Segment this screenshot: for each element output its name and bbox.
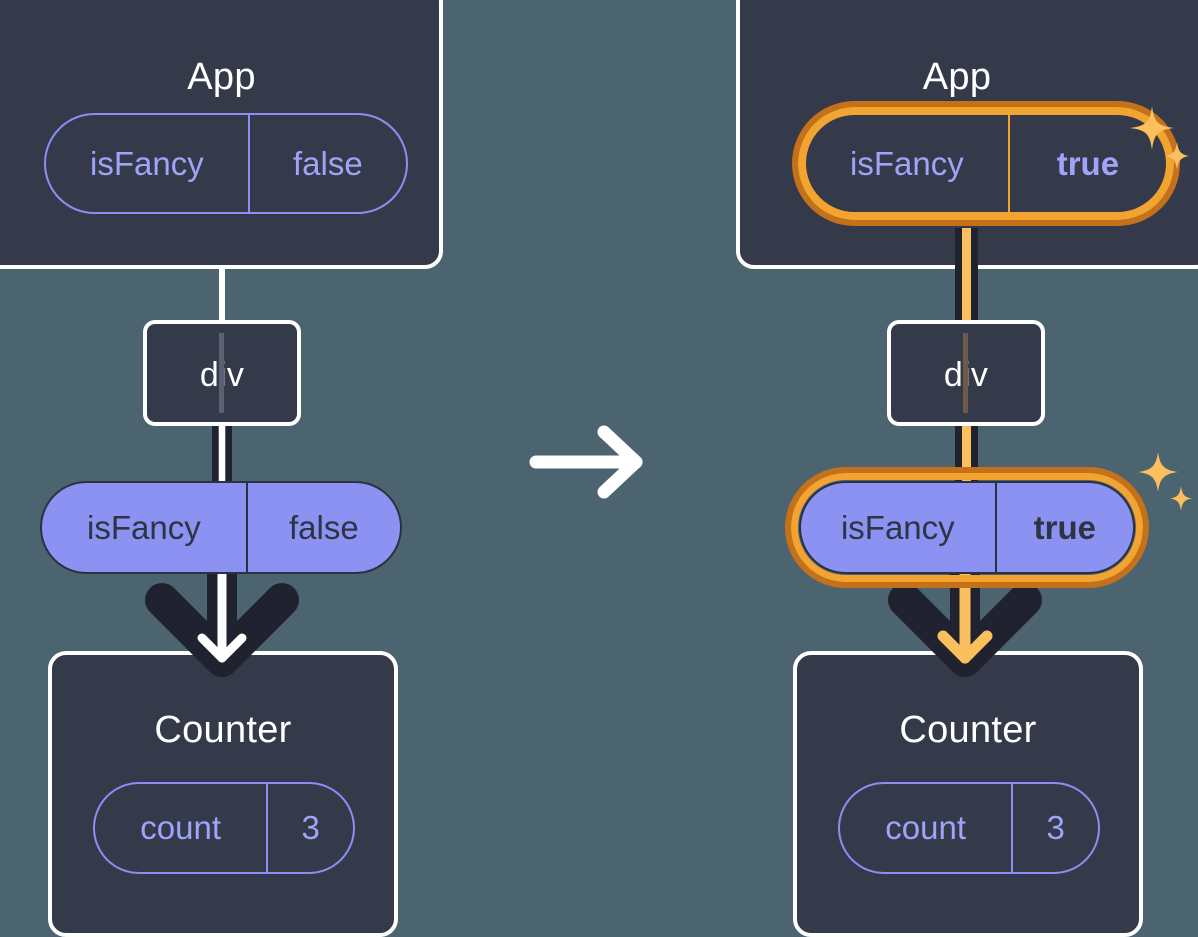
state-pill-count-counter-after: count 3 (838, 782, 1100, 874)
state-pill-isfancy-app-before: isFancy false (44, 113, 408, 214)
edge-app-to-div-before (219, 264, 225, 322)
state-pill-count-counter-before: count 3 (93, 782, 355, 874)
edge-through-div-overlay-after (963, 333, 968, 413)
card-counter-before: Counter count 3 (48, 651, 398, 937)
edge-through-div-overlay-before (219, 333, 224, 413)
prop-pill-isfancy-after: isFancy true (799, 481, 1135, 574)
edge-div-to-prop-before (219, 424, 225, 482)
prop-pill-isfancy-before: isFancy false (40, 481, 402, 574)
edge-div-to-prop-after (962, 424, 971, 482)
card-title-counter-after: Counter (899, 709, 1037, 751)
arrow-prop-to-counter-after (888, 568, 1042, 677)
prop-pill-value: true (994, 483, 1133, 572)
prop-pill-name: isFancy (840, 508, 955, 546)
state-pill-name: isFancy (90, 144, 204, 182)
state-pill-value: true (1007, 115, 1166, 212)
sparkles-icon-prop-after (1138, 452, 1192, 511)
arrow-prop-to-counter-before (145, 568, 299, 677)
state-pill-value: 3 (266, 784, 353, 872)
state-pill-isfancy-app-after: isFancy true (804, 113, 1168, 214)
prop-pill-name: isFancy (87, 508, 201, 546)
prop-pill-value: false (245, 483, 400, 572)
card-title-counter-before: Counter (154, 709, 292, 751)
state-pill-value: 3 (1011, 784, 1098, 872)
edge-app-to-div-after (962, 228, 971, 322)
state-pill-value: false (247, 115, 406, 212)
transition-arrow-icon (529, 425, 643, 499)
state-pill-name: isFancy (850, 144, 964, 182)
card-app-before: App isFancy false (0, 0, 443, 269)
state-pill-name: count (140, 809, 222, 846)
card-title-app-after: App (922, 56, 992, 98)
card-counter-after: Counter count 3 (793, 651, 1143, 937)
sparkles-icon-app-after (1130, 106, 1189, 170)
state-pill-name: count (885, 809, 967, 846)
card-title-app-before: App (187, 56, 256, 98)
